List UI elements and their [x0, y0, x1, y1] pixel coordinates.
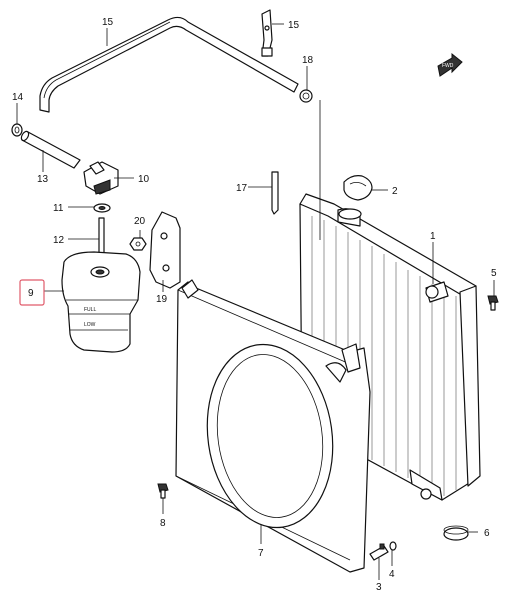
callout-5: 5: [491, 268, 497, 279]
tank-full-mark: FULL: [84, 307, 96, 313]
radiator-cap: [343, 175, 373, 201]
forward-arrow: FWD: [437, 52, 463, 77]
callout-13: 13: [37, 174, 49, 185]
callout-2: 2: [392, 186, 398, 197]
callout-17: 17: [236, 183, 248, 194]
tank-low-mark: LOW: [84, 322, 96, 328]
filler-neck: [83, 161, 119, 195]
leader-lines: [16, 23, 495, 580]
callout-14: 14: [12, 92, 24, 103]
shroud-bolt: [157, 483, 169, 499]
callout-12: 12: [53, 235, 65, 246]
pipe: [20, 130, 81, 169]
callout-19: 19: [156, 294, 168, 305]
callout-3: 3: [376, 582, 382, 593]
callout-9: 9: [28, 288, 34, 299]
callout-numbers: 15 15 18 14 13 10 11 12 9 20 19 17 2 1 5…: [12, 17, 497, 593]
hose-clamp-top: [299, 89, 313, 103]
reservoir-tank: FULL LOW: [61, 251, 141, 353]
callout-18: 18: [302, 55, 314, 66]
callout-10: 10: [138, 174, 150, 185]
callout-6: 6: [484, 528, 490, 539]
callout-4: 4: [389, 569, 395, 580]
mounting-bolt: [487, 295, 499, 311]
selected-part-box: [19, 279, 45, 306]
callout-8: 8: [160, 518, 166, 529]
overflow-hose: [39, 16, 299, 113]
stay-bracket: [271, 171, 279, 215]
radiator-cushion: [443, 525, 469, 541]
fwd-label: FWD: [442, 63, 454, 69]
callout-20: 20: [134, 216, 146, 227]
hose-clamp: [11, 123, 23, 137]
tank-bracket: [149, 211, 181, 289]
callout-1: 1: [430, 231, 436, 242]
callout-11: 11: [53, 203, 64, 214]
drain-washer: [389, 541, 397, 551]
callout-15-clip: 15: [288, 20, 300, 31]
drain-screw: [369, 543, 389, 561]
hose-clip: [261, 9, 273, 57]
callout-15-hose: 15: [102, 17, 114, 28]
nut: [129, 237, 147, 251]
callout-7: 7: [258, 548, 264, 559]
fan-shroud: [175, 279, 371, 573]
washer: [93, 203, 111, 213]
